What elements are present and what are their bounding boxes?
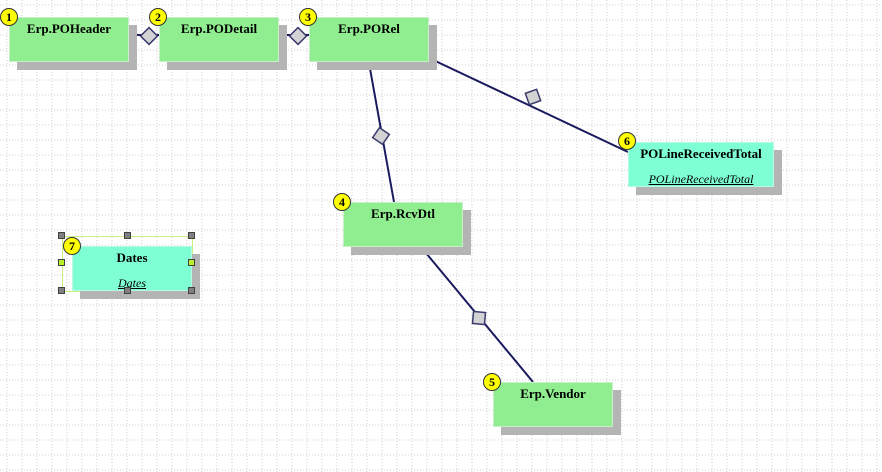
node-title: Erp.PODetail xyxy=(180,21,258,36)
node-body[interactable]: Erp.POHeader xyxy=(9,17,129,62)
resize-handle-e[interactable] xyxy=(188,259,195,266)
node-number-badge: 6 xyxy=(618,132,636,150)
node-title: Erp.Vendor xyxy=(520,386,586,401)
node-title: Dates xyxy=(116,250,148,265)
node-body[interactable]: Erp.PORel xyxy=(309,17,429,62)
node-number-badge: 4 xyxy=(333,193,351,211)
node-number-badge: 2 xyxy=(149,8,167,26)
node-number-badge: 3 xyxy=(299,8,317,26)
resize-handle-sw[interactable] xyxy=(58,287,65,294)
resize-handle-w[interactable] xyxy=(58,259,65,266)
relation-join-diamond[interactable] xyxy=(371,126,391,146)
relation-line[interactable] xyxy=(428,57,629,153)
resize-handle-s[interactable] xyxy=(124,287,131,294)
node-body[interactable]: POLineReceivedTotal POLineReceivedTotal xyxy=(628,142,774,187)
node-title: POLineReceivedTotal xyxy=(640,146,762,161)
node-title: Erp.PORel xyxy=(338,21,400,36)
node-body[interactable]: Dates Dates xyxy=(72,246,192,291)
relation-join-diamond[interactable] xyxy=(524,88,542,106)
node-body[interactable]: Erp.Vendor xyxy=(493,382,613,427)
node-body[interactable]: Erp.PODetail xyxy=(159,17,279,62)
resize-handle-ne[interactable] xyxy=(188,232,195,239)
resize-handle-se[interactable] xyxy=(188,287,195,294)
node-title: Erp.RcvDtl xyxy=(371,206,435,221)
relation-join-diamond[interactable] xyxy=(471,310,487,326)
relation-join-diamond[interactable] xyxy=(288,26,308,46)
resize-handle-nw[interactable] xyxy=(58,232,65,239)
node-number-badge: 5 xyxy=(483,373,501,391)
relation-join-diamond[interactable] xyxy=(139,26,159,46)
node-subtitle-link[interactable]: Dates xyxy=(118,276,146,290)
node-subtitle-link[interactable]: POLineReceivedTotal xyxy=(648,172,754,186)
node-number-badge: 1 xyxy=(0,8,18,26)
node-title: Erp.POHeader xyxy=(26,21,112,36)
node-number-badge: 7 xyxy=(63,237,81,255)
resize-handle-n[interactable] xyxy=(124,232,131,239)
node-body[interactable]: Erp.RcvDtl xyxy=(343,202,463,247)
